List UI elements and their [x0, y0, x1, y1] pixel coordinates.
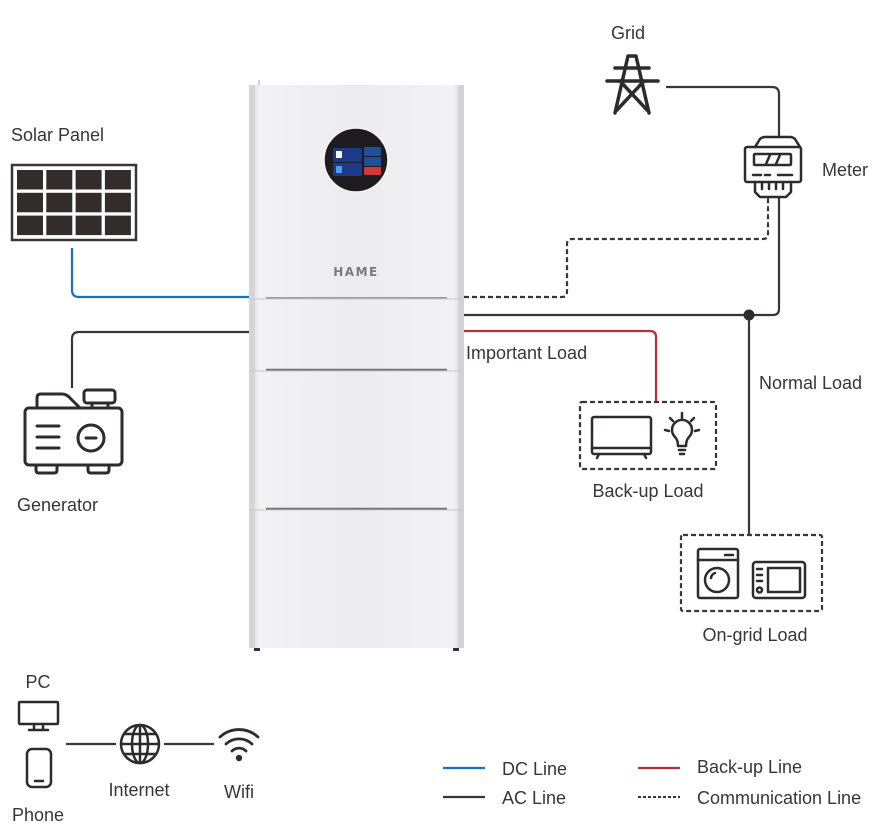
- solar-cell: [46, 215, 73, 236]
- ac-line-grid: [666, 85, 781, 137]
- power-tower-icon: [605, 54, 660, 115]
- backup-load-group: Back-up Load: [578, 400, 718, 501]
- brand-logo: HAME: [333, 265, 378, 279]
- generator-label: Generator: [17, 495, 98, 515]
- cabinet-foot: [254, 648, 260, 651]
- backup-load-label: Back-up Load: [592, 481, 703, 501]
- solar-cell: [104, 170, 131, 190]
- generator-icon: [23, 388, 124, 475]
- grid-label: Grid: [611, 23, 645, 43]
- solar-cell: [75, 170, 102, 190]
- monitoring-group: PC Phone Internet Wifi: [12, 672, 260, 825]
- display-screen[interactable]: [323, 127, 389, 193]
- light-bulb-icon: [663, 411, 701, 456]
- ongrid-load-box: [679, 533, 824, 613]
- ac-line-generator: [70, 330, 250, 388]
- monitor-icon: [17, 700, 60, 732]
- legend-item-backup-line: Back-up Line: [638, 757, 802, 777]
- pc-label: PC: [25, 672, 50, 692]
- internet-label: Internet: [108, 780, 169, 800]
- globe-icon: [119, 723, 161, 765]
- ongrid-load-label: On-grid Load: [702, 625, 807, 645]
- electric-meter-icon: [743, 135, 803, 199]
- legend: DC Line AC Line Back-up Line Communicati…: [443, 757, 861, 808]
- legend-item-dc-line: DC Line: [443, 759, 567, 779]
- backup-load-box: [578, 400, 718, 471]
- solar-cell: [75, 192, 102, 213]
- normal-load-label: Normal Load: [759, 373, 862, 393]
- washing-machine-icon: [696, 547, 740, 600]
- backup-line: [464, 329, 658, 402]
- solar-panel-node: Solar Panel: [10, 125, 138, 242]
- svg-text:DC Line: DC Line: [502, 759, 567, 779]
- generator-node: Generator: [17, 388, 124, 515]
- dc-line-solar: [70, 248, 250, 299]
- legend-item-ac-line: AC Line: [443, 788, 566, 808]
- wifi-icon: [218, 728, 260, 762]
- solar-cell: [17, 170, 43, 190]
- legend-item-communication-line: Communication Line: [638, 788, 861, 808]
- solar-cell: [17, 192, 43, 213]
- svg-text:AC Line: AC Line: [502, 788, 566, 808]
- ongrid-load-group: On-grid Load: [679, 533, 824, 645]
- meter-node: Meter: [743, 135, 868, 199]
- connection-lines: [66, 85, 781, 746]
- meter-label: Meter: [822, 160, 868, 180]
- solar-cell: [46, 192, 73, 213]
- comm-line-meter: [464, 198, 770, 299]
- solar-cell: [104, 215, 131, 236]
- svg-text:Back-up Line: Back-up Line: [697, 757, 802, 777]
- solar-panel-label: Solar Panel: [11, 125, 104, 145]
- junction-dot: [743, 309, 755, 321]
- solar-cell: [75, 215, 102, 236]
- solar-cell: [46, 170, 73, 190]
- important-load-label: Important Load: [466, 343, 587, 363]
- hame-battery-cabinet[interactable]: HAME: [249, 80, 464, 651]
- tv-icon: [590, 415, 653, 460]
- microwave-icon: [751, 560, 807, 600]
- solar-cell: [17, 215, 43, 236]
- cabinet-foot: [453, 648, 459, 651]
- solar-panel-icon: [10, 163, 138, 242]
- smartphone-icon: [25, 747, 53, 789]
- wifi-label: Wifi: [224, 782, 254, 802]
- grid-node: Grid: [605, 23, 660, 115]
- svg-text:Communication Line: Communication Line: [697, 788, 861, 808]
- ac-line-meter: [464, 198, 781, 317]
- phone-label: Phone: [12, 805, 64, 825]
- solar-cell: [104, 192, 131, 213]
